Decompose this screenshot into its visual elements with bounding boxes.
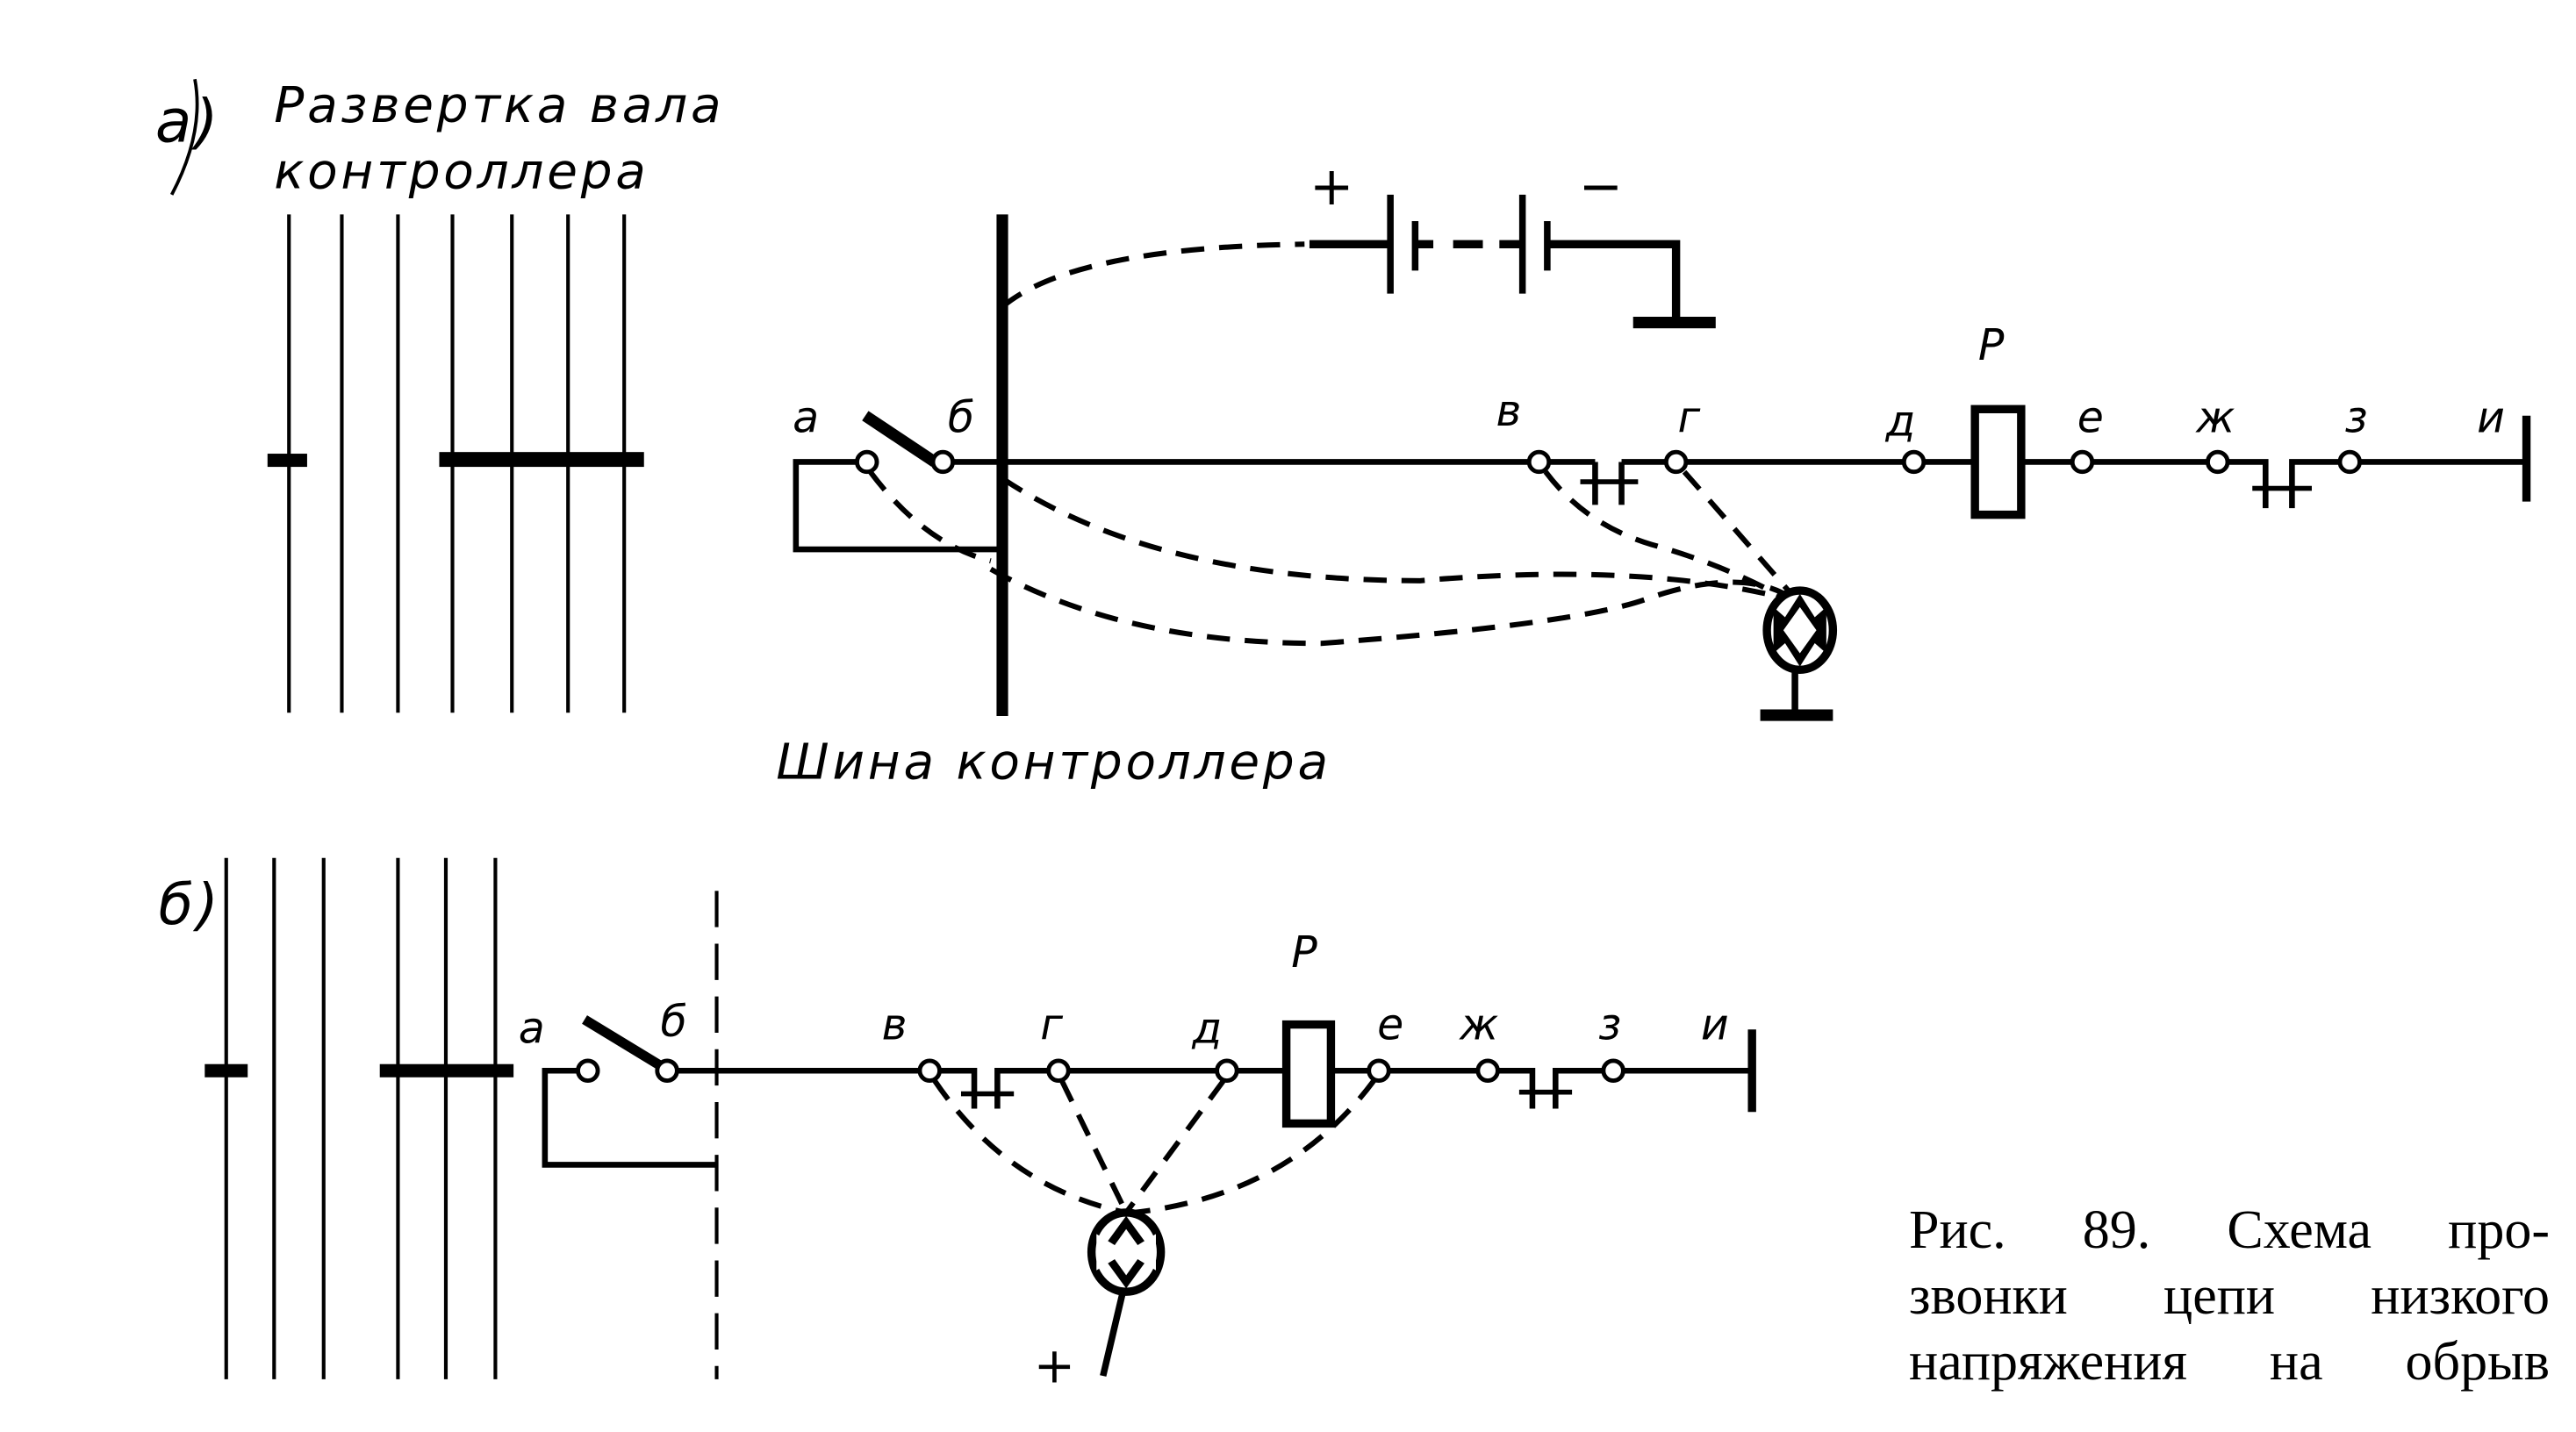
- terminal-label-b: б: [948, 393, 974, 443]
- terminal-z[interactable]: [2337, 449, 2362, 475]
- terminal-label-d: д: [1885, 396, 1916, 446]
- knife-switch-b[interactable]: [582, 1015, 664, 1070]
- lamp-lead-b: [1100, 1291, 1127, 1377]
- terminal-label-i-b: и: [1701, 1000, 1729, 1050]
- terminal-label-g: г: [1678, 393, 1701, 443]
- panel-a-title-line2: контроллера: [274, 143, 649, 200]
- terminal-label-zh-b: ж: [1459, 1000, 1498, 1050]
- drum-development-lines-b: [205, 857, 514, 1379]
- terminal-label-d-b: д: [1191, 1003, 1222, 1053]
- terminal-e-b[interactable]: [1367, 1058, 1391, 1083]
- terminal-label-a: а: [793, 393, 819, 443]
- terminal-g[interactable]: [1663, 449, 1689, 475]
- panel-a-title-line1: Развертка вала: [274, 77, 724, 134]
- terminal-v-b[interactable]: [917, 1058, 942, 1083]
- terminal-label-z: з: [2345, 393, 2368, 443]
- terminal-g-b[interactable]: [1046, 1058, 1071, 1083]
- drum-development-lines: [267, 214, 644, 713]
- panel-a-marker-stroke: [170, 78, 199, 196]
- terminal-e[interactable]: [2070, 449, 2095, 475]
- panel-a-marker: а): [155, 87, 221, 156]
- ground-icon: [1632, 316, 1716, 329]
- battery: + −: [1309, 156, 1716, 329]
- caption-line-3: напряжения на обрыв: [1909, 1332, 2550, 1392]
- drum-segment-long-b: [379, 1063, 514, 1078]
- caption-line-1: Рис. 89. Схема про-: [1909, 1200, 2550, 1260]
- drum-segment-short: [267, 454, 307, 468]
- terminal-a-b[interactable]: [576, 1058, 600, 1083]
- panel-b: б): [159, 857, 1756, 1395]
- battery-minus-sign: −: [1579, 156, 1623, 218]
- terminal-a[interactable]: [855, 449, 879, 475]
- knife-switch[interactable]: [862, 411, 938, 467]
- relay-coil-b: [1281, 1020, 1336, 1128]
- terminal-d-b[interactable]: [1215, 1058, 1239, 1083]
- test-lamp-b: +: [932, 1078, 1376, 1395]
- drum-segment-long: [439, 452, 644, 468]
- panel-a: а) Развертка вала контроллера Шина контр…: [155, 77, 2531, 791]
- terminal-zh[interactable]: [2205, 449, 2230, 475]
- terminal-label-v-b: в: [882, 1000, 908, 1050]
- terminal-label-b-b: б: [661, 997, 687, 1047]
- terminal-label-i: и: [2477, 393, 2505, 443]
- terminal-label-e: е: [2077, 393, 2104, 443]
- bus-label: Шина контроллера: [776, 734, 1331, 791]
- figure-caption: Рис. 89. Схема про- звонки цепи низкого …: [1909, 1198, 2550, 1395]
- terminal-v[interactable]: [1526, 449, 1552, 475]
- terminal-label-g-b: г: [1040, 1000, 1063, 1050]
- lamp-plus-sign: +: [1034, 1338, 1075, 1395]
- terminal-d[interactable]: [1901, 449, 1927, 475]
- relay-coil: [1970, 405, 2026, 519]
- circuit-a: а б в г д е ж з и Р: [793, 320, 2531, 553]
- terminal-label-zh: ж: [2195, 393, 2235, 443]
- probe-lead-bus-battery: [1001, 241, 1305, 310]
- drum-segment-short-b: [205, 1063, 248, 1078]
- relay-label-b: Р: [1291, 927, 1317, 977]
- circuit-b: а б в г д е ж з и Р: [519, 927, 1756, 1168]
- terminal-b[interactable]: [930, 449, 956, 475]
- caption-line-2: звонки цепи низкого: [1909, 1266, 2550, 1326]
- terminal-label-a-b: а: [519, 1003, 545, 1053]
- terminal-b-b[interactable]: [655, 1058, 679, 1083]
- terminal-z-b[interactable]: [1601, 1058, 1625, 1083]
- terminal-label-v: в: [1496, 386, 1522, 436]
- terminal-zh-b[interactable]: [1475, 1058, 1500, 1083]
- battery-plus-sign: +: [1310, 156, 1353, 218]
- relay-label: Р: [1978, 320, 2005, 370]
- terminal-label-z-b: з: [1598, 1000, 1621, 1050]
- lamp-ground-icon: [1760, 709, 1833, 721]
- panel-b-marker: б): [159, 873, 222, 938]
- test-lamp-a: [868, 469, 1838, 721]
- terminal-label-e-b: е: [1377, 1000, 1403, 1050]
